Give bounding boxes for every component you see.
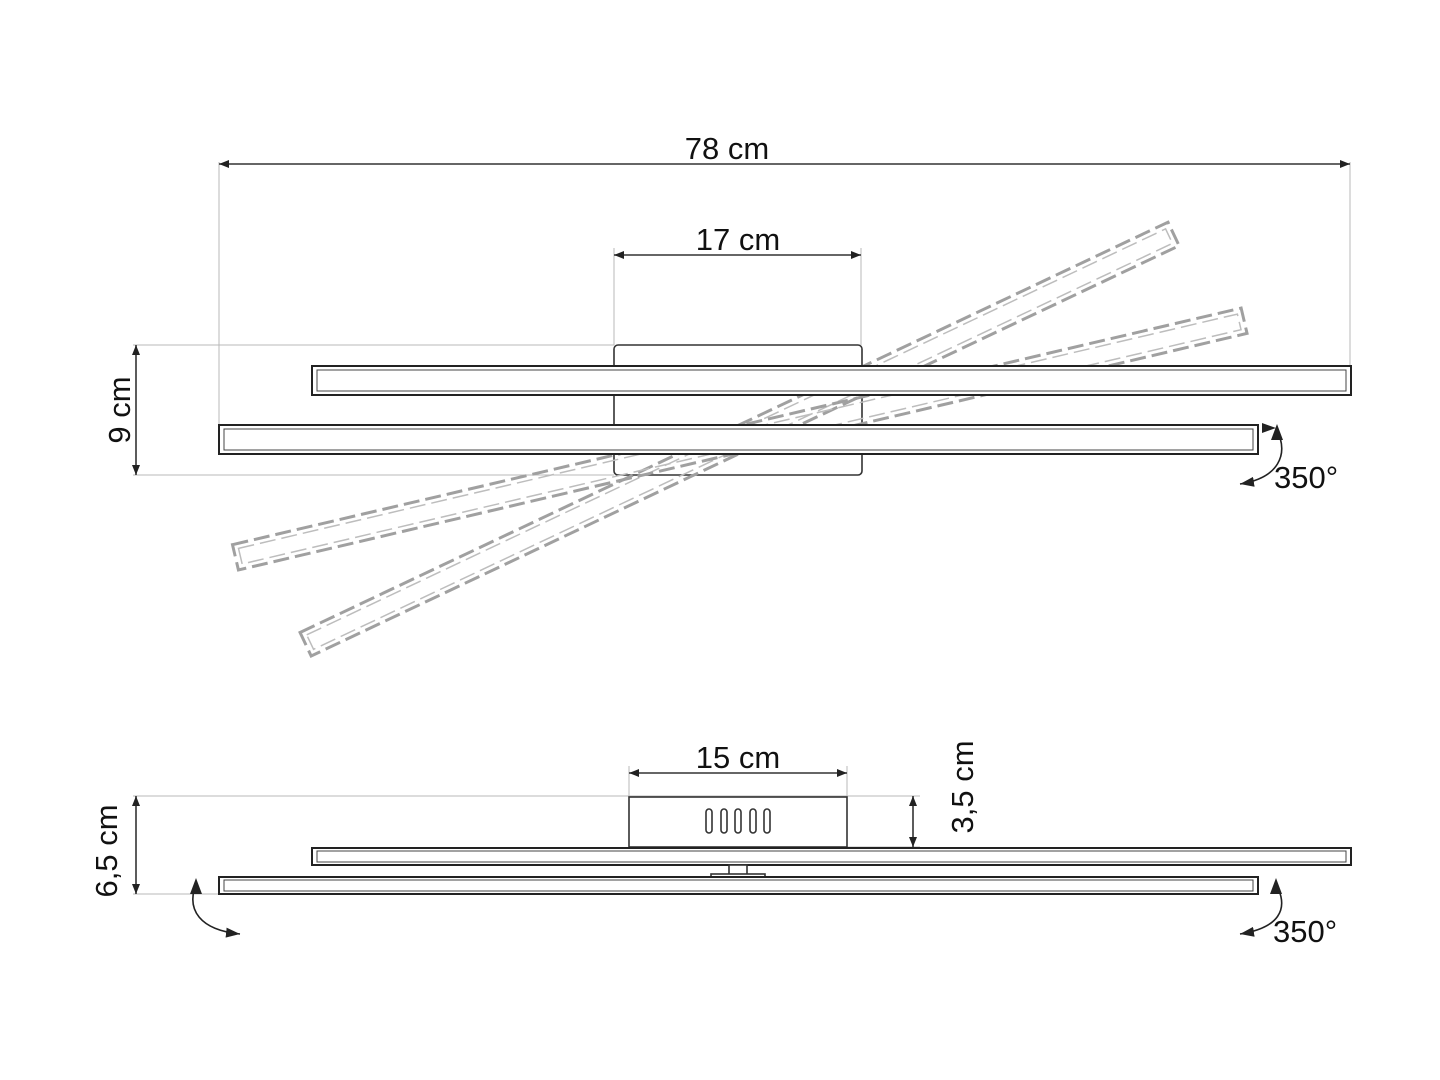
canopy-vent-slots [705, 808, 771, 834]
side-rotation-label: 350° [1273, 914, 1337, 949]
side-canopy-width-dimension: 15 cm [629, 740, 847, 777]
top-rotation-label: 350° [1274, 460, 1338, 495]
side-upper-bar [311, 847, 1352, 866]
side-view: 15 cm 3,5 cm 6,5 cm 350° [89, 740, 1352, 949]
top-canopy-width-label: 17 cm [696, 222, 780, 257]
overall-width-label: 78 cm [685, 131, 769, 166]
side-left-rotation-arrow-icon [190, 878, 241, 938]
overall-width-dimension: 78 cm [219, 131, 1350, 168]
side-total-height-dimension: 6,5 cm [89, 796, 140, 898]
side-right-rotation-arrow-icon [1239, 878, 1283, 937]
top-lower-bar [218, 424, 1259, 455]
top-height-dimension: 9 cm [102, 345, 140, 475]
top-height-label: 9 cm [102, 376, 137, 443]
top-upper-bar [311, 365, 1352, 396]
top-view: 78 cm 17 cm 9 cm 350° [102, 131, 1352, 658]
canopy-height-label: 3,5 cm [945, 740, 980, 833]
top-canopy-width-dimension: 17 cm [614, 222, 861, 259]
side-total-height-label: 6,5 cm [89, 804, 124, 897]
side-lower-bar [218, 876, 1259, 895]
side-canopy-width-label: 15 cm [696, 740, 780, 775]
canopy-height-dimension: 3,5 cm [909, 740, 980, 847]
top-rotation-arrow-icon [1239, 424, 1283, 487]
